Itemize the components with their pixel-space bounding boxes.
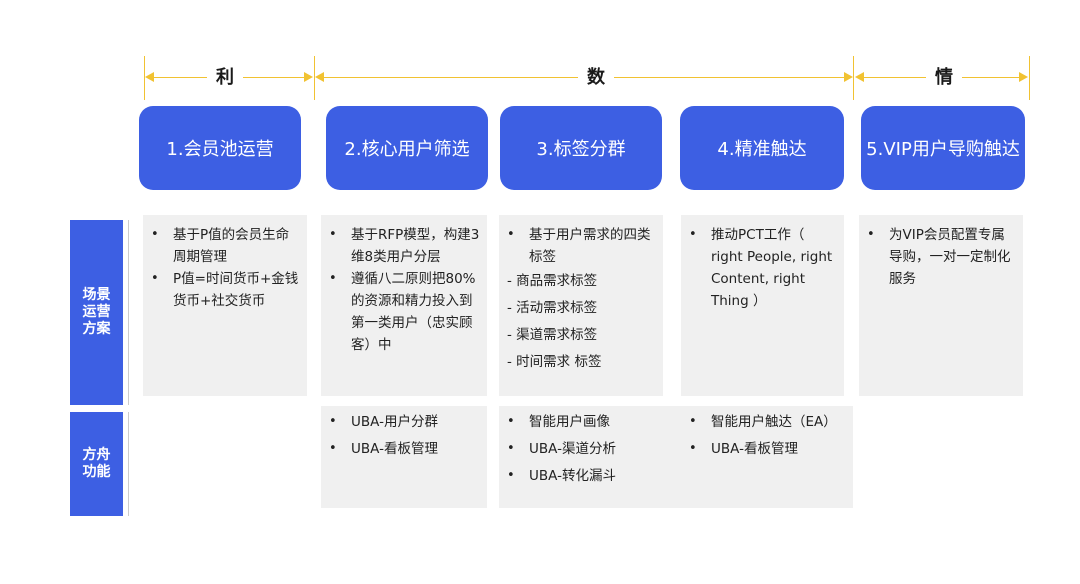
scene-subitem: - 商品需求标签	[507, 273, 598, 289]
scene-item: 基于用户需求的四类标签	[529, 227, 651, 265]
bullet-dot: •	[507, 468, 515, 483]
ark-item: UBA-看板管理	[351, 441, 438, 457]
bracket-tick	[1029, 56, 1030, 100]
arrow-left-icon	[145, 72, 154, 82]
ark-panel-2: • UBA-用户分群 • UBA-看板管理	[321, 406, 487, 508]
row-label-scene: 场景 运营 方案	[70, 220, 123, 405]
bullet-dot: •	[151, 271, 159, 286]
scene-panel-1: • 基于P值的会员生命周期管理 • P值=时间货币+金钱货币+社交货币	[143, 215, 307, 396]
row-label-scene-text: 场景 运营 方案	[82, 287, 111, 337]
step-vip-guide-reach: 5.VIP用户导购触达	[861, 106, 1025, 190]
bracket-tick	[314, 56, 315, 100]
bullet-dot: •	[689, 414, 697, 429]
segment-label-li: 利	[207, 66, 243, 90]
bullet-dot: •	[689, 441, 697, 456]
scene-item: 基于RFP模型，构建3维8类用户分层	[351, 227, 480, 265]
bullet-dot: •	[507, 227, 515, 242]
scene-item: 基于P值的会员生命周期管理	[173, 227, 290, 265]
bullet-dot: •	[329, 227, 337, 242]
ark-item: UBA-用户分群	[351, 414, 438, 430]
scene-panel-2: • 基于RFP模型，构建3维8类用户分层 • 遵循八二原则把80%的资源和精力投…	[321, 215, 487, 396]
scene-panel-4: • 推动PCT工作（ right People, right Content, …	[681, 215, 844, 396]
bullet-dot: •	[689, 227, 697, 242]
scene-subitem: - 渠道需求标签	[507, 327, 598, 343]
ark-item: UBA-渠道分析	[529, 441, 616, 457]
bullet-dot: •	[329, 271, 337, 286]
step-precise-reach: 4.精准触达	[680, 106, 844, 190]
ark-panel-4: • 智能用户触达（EA） • UBA-看板管理	[681, 406, 853, 508]
ark-item: 智能用户触达（EA）	[711, 414, 837, 430]
scene-item: P值=时间货币+金钱货币+社交货币	[173, 271, 299, 309]
ark-item: UBA-转化漏斗	[529, 468, 616, 484]
segment-label-shu: 数	[578, 66, 614, 90]
bullet-dot: •	[507, 414, 515, 429]
bullet-dot: •	[329, 441, 337, 456]
arrow-right-icon	[1019, 72, 1028, 82]
step-member-pool: 1.会员池运营	[139, 106, 301, 190]
scene-item: 为VIP会员配置专属导购，一对一定制化服务	[889, 227, 1011, 287]
bullet-dot: •	[329, 414, 337, 429]
arrow-right-icon	[844, 72, 853, 82]
divider	[128, 220, 129, 405]
scene-subitem: - 时间需求 标签	[507, 354, 602, 370]
arrow-left-icon	[315, 72, 324, 82]
bullet-dot: •	[507, 441, 515, 456]
bullet-dot: •	[867, 227, 875, 242]
scene-item: 遵循八二原则把80%的资源和精力投入到第一类用户（忠实顾客）中	[351, 271, 476, 353]
arrow-right-icon	[304, 72, 313, 82]
scene-item: 推动PCT工作（ right People, right Content, ri…	[711, 227, 833, 309]
bullet-dot: •	[151, 227, 159, 242]
scene-panel-5: • 为VIP会员配置专属导购，一对一定制化服务	[859, 215, 1023, 396]
bracket-tick	[853, 56, 854, 100]
scene-panel-3: • 基于用户需求的四类标签 - 商品需求标签 - 活动需求标签 - 渠道需求标签…	[499, 215, 663, 396]
scene-subitem: - 活动需求标签	[507, 300, 598, 316]
segment-label-qing: 情	[926, 66, 962, 90]
step-tag-grouping: 3.标签分群	[500, 106, 662, 190]
ark-item: 智能用户画像	[529, 414, 610, 430]
step-core-user-filter: 2.核心用户筛选	[326, 106, 488, 190]
arrow-left-icon	[855, 72, 864, 82]
row-label-ark: 方舟 功能	[70, 412, 123, 516]
ark-panel-3: • 智能用户画像 • UBA-渠道分析 • UBA-转化漏斗	[499, 406, 691, 508]
divider	[128, 412, 129, 516]
ark-item: UBA-看板管理	[711, 441, 798, 457]
row-label-ark-text: 方舟 功能	[82, 447, 111, 480]
bracket-tick	[144, 56, 145, 100]
